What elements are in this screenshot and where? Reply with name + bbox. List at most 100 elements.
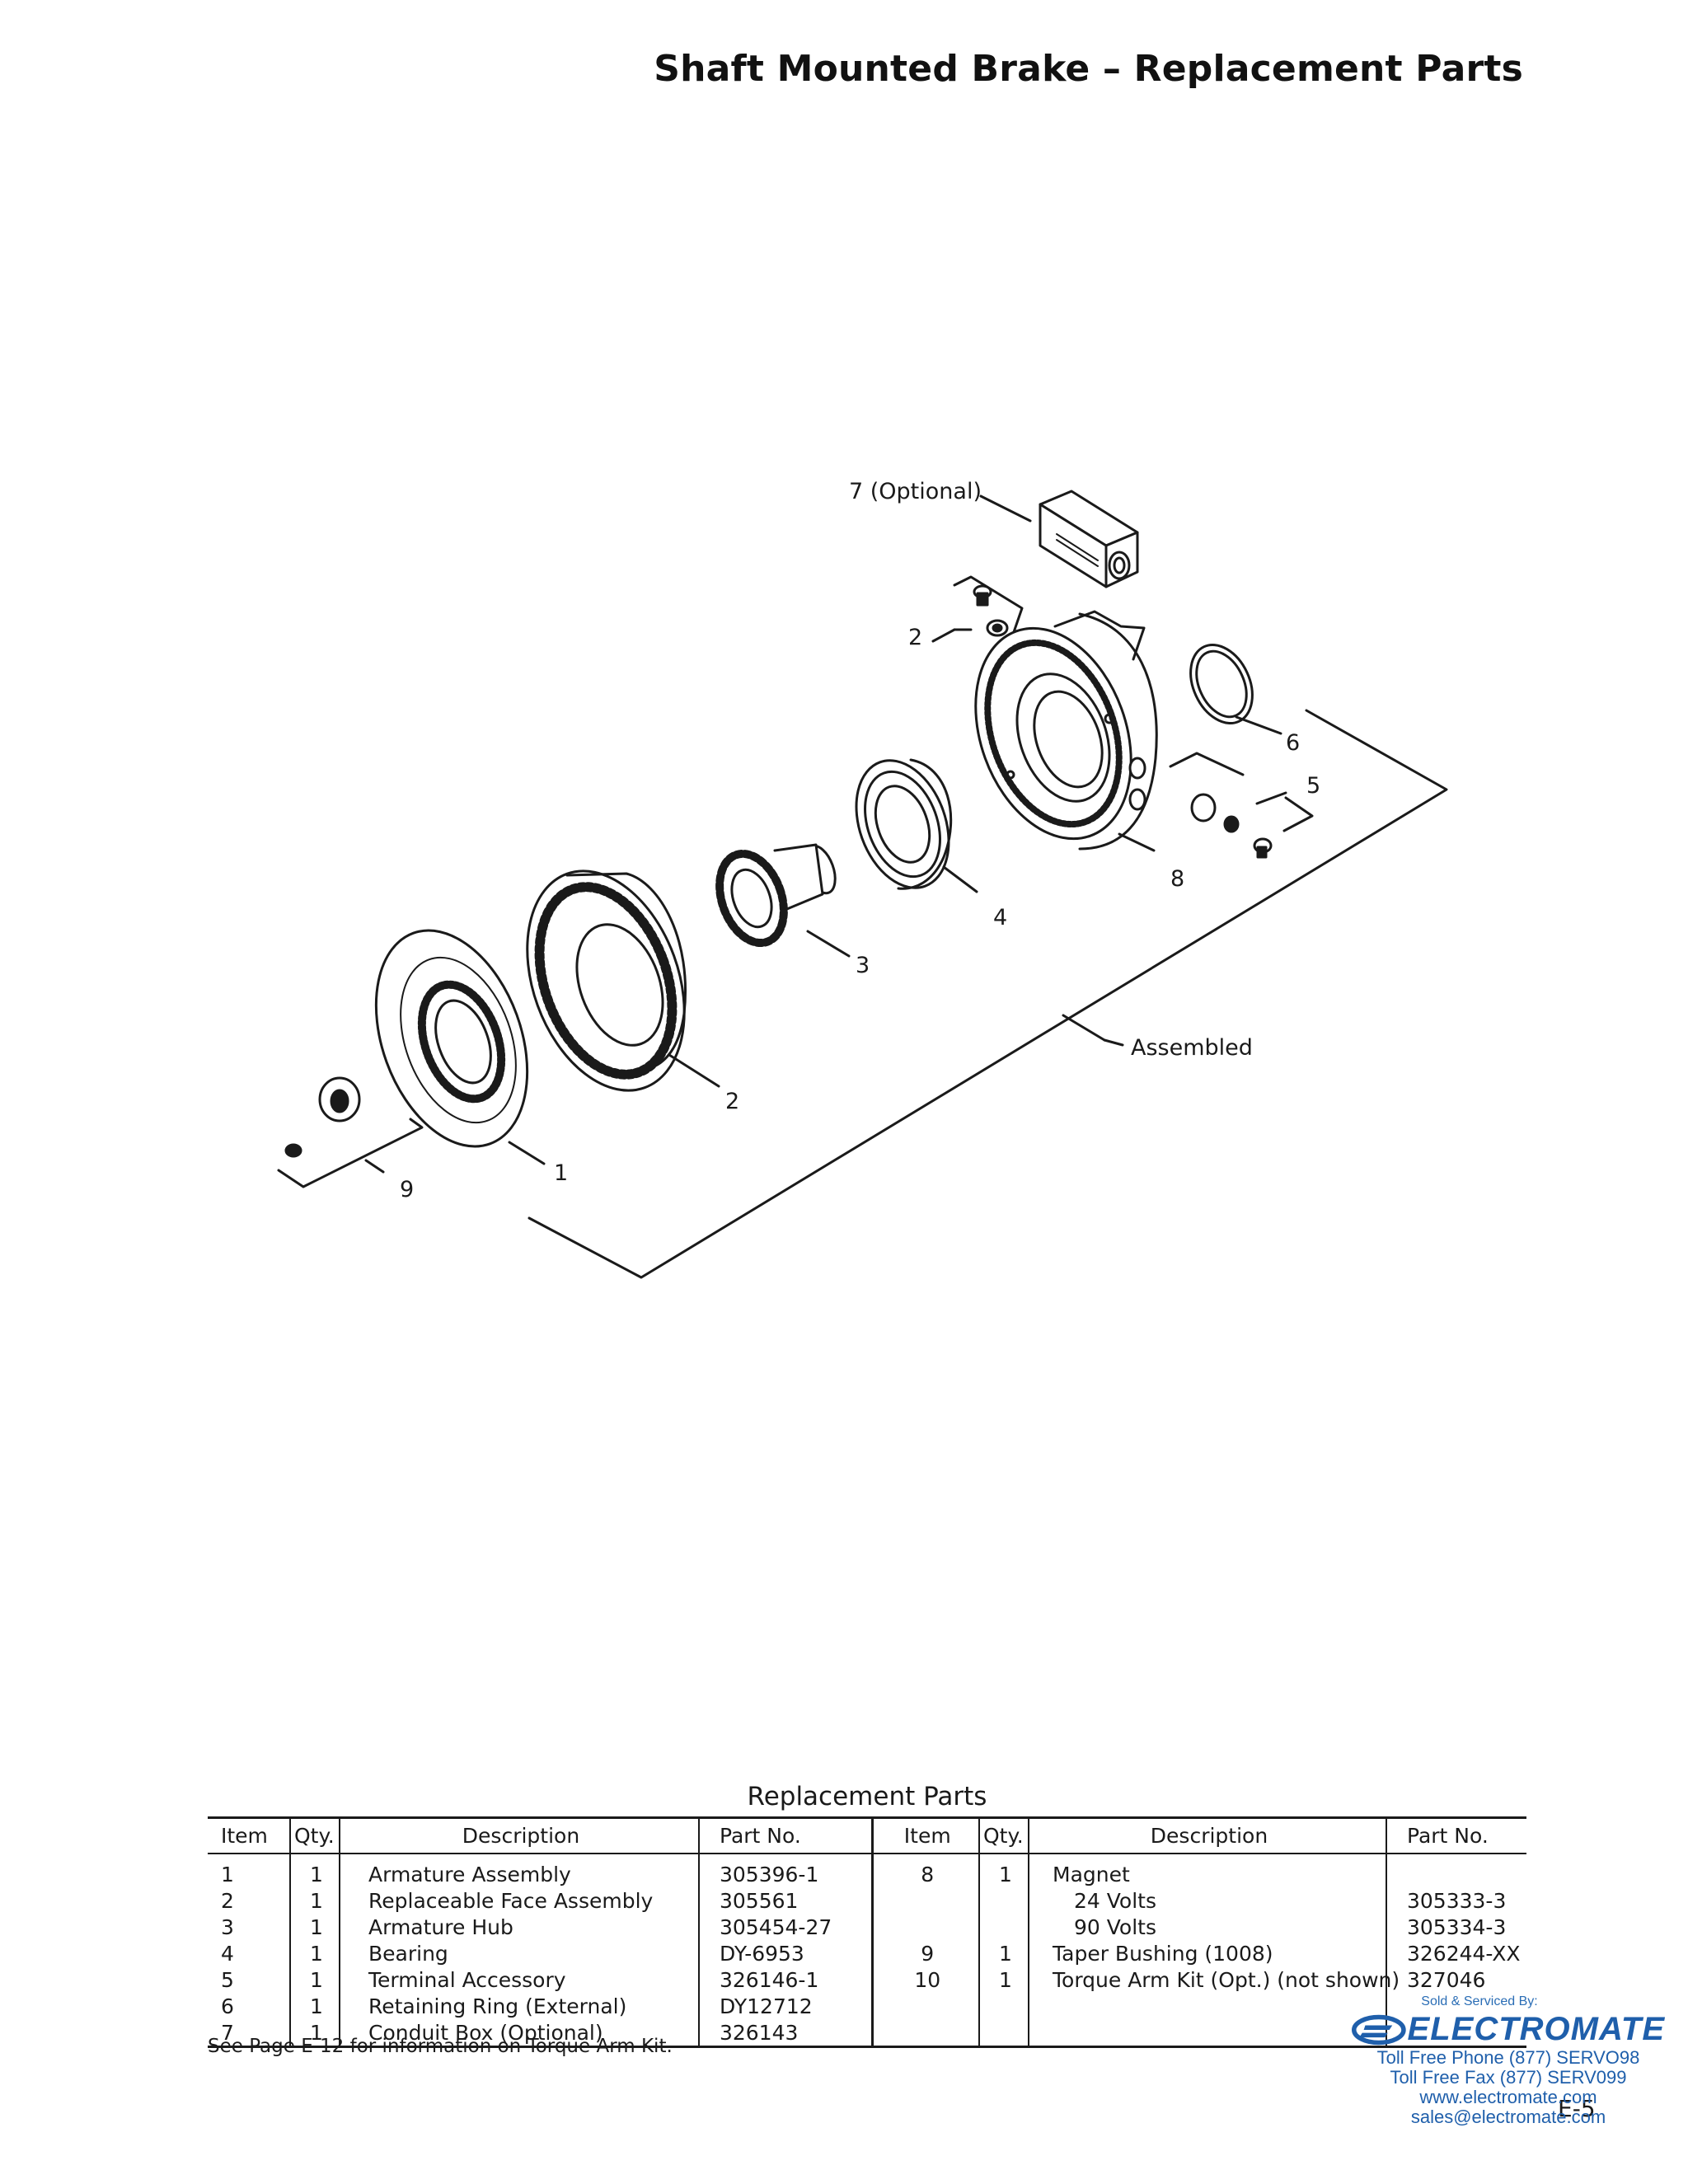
- cell-part-no: 305454-27: [698, 1914, 872, 1940]
- table-row: 7 1 Conduit Box (Optional) 326143: [208, 2019, 1526, 2047]
- table-row: 6 1 Retaining Ring (External) DY12712: [208, 1993, 1526, 2019]
- cell-description-2: [1028, 2019, 1386, 2047]
- table-title: Replacement Parts: [747, 1782, 987, 1811]
- cell-description: Bearing: [339, 1940, 699, 1966]
- cell-item-2: [870, 1887, 979, 1914]
- cell-qty: 1: [289, 1940, 340, 1966]
- cell-description: Replaceable Face Assembly: [339, 1887, 699, 1914]
- cell-description-2: 90 Volts: [1028, 1914, 1386, 1940]
- header-description: Description: [339, 1817, 699, 1854]
- cell-part-no-2: 327046: [1386, 1966, 1526, 1993]
- replacement-parts-section: Replacement Parts Item Qty. Description …: [208, 1782, 1526, 2048]
- cell-part-no: DY12712: [698, 1993, 872, 2019]
- cell-qty-2: [978, 2019, 1029, 2047]
- cell-item-2: 10: [870, 1966, 979, 1993]
- cell-description: Conduit Box (Optional): [339, 2019, 699, 2047]
- cell-part-no: 326143: [698, 2019, 872, 2047]
- cell-description-2: [1028, 1993, 1386, 2019]
- cell-qty: 1: [289, 1914, 340, 1940]
- header-description-2: Description: [1028, 1817, 1386, 1854]
- cell-part-no: 326146-1: [698, 1966, 872, 1993]
- cell-description-2: 24 Volts: [1028, 1887, 1386, 1914]
- conduit-box-part: [979, 490, 1139, 588]
- footnote: See Page E-12 for information on Torque …: [208, 2036, 673, 2057]
- cell-qty-2: 1: [978, 1940, 1029, 1966]
- cell-description: Retaining Ring (External): [339, 1993, 699, 2019]
- cell-part-no-2: 305333-3: [1386, 1887, 1526, 1914]
- sold-by-label: Sold & Serviced By:: [1421, 1994, 1538, 2008]
- cell-item: 1: [221, 1862, 234, 1886]
- header-item: Item: [208, 1817, 290, 1854]
- table-row: 3 1 Armature Hub 305454-27 90 Volts 3053…: [208, 1914, 1526, 1940]
- armature-hub-part: [715, 843, 851, 958]
- cell-description: Armature Hub: [339, 1914, 699, 1940]
- cell-description: Armature Assembly: [339, 1854, 699, 1887]
- cell-item-2: 9: [870, 1940, 979, 1966]
- callout-item-8: 8: [1170, 866, 1184, 892]
- table-row: 1 1 Armature Assembly 305396-1 8 1 Magne…: [208, 1854, 1526, 1887]
- replaceable-face-part: [526, 869, 720, 1092]
- assembled-bracket: [528, 709, 1448, 1279]
- header-part-no-2: Part No.: [1386, 1817, 1526, 1854]
- callout-item-9: 9: [400, 1177, 414, 1202]
- cell-item: 2: [221, 1888, 234, 1913]
- cell-qty-2: [978, 1993, 1029, 2019]
- cell-qty: 1: [289, 1966, 340, 1993]
- dealer-brand-row: ELECTROMATE: [1352, 2011, 1665, 2048]
- armature-assembly-part: [374, 929, 546, 1165]
- terminal-accessory-part: [1169, 752, 1314, 859]
- cell-qty: 1: [289, 1854, 340, 1887]
- callout-item-7: 7 (Optional): [849, 479, 982, 504]
- cell-part-no-2: [1386, 1854, 1526, 1887]
- page-title: Shaft Mounted Brake – Replacement Parts: [654, 48, 1523, 90]
- taper-bushing-part: [277, 1076, 424, 1188]
- table-header-row: Item Qty. Description Part No. Item Qty.…: [208, 1817, 1526, 1854]
- cell-item-2: [870, 2019, 979, 2047]
- callout-assembled: Assembled: [1131, 1035, 1253, 1061]
- cell-part-no-2: [1386, 1993, 1526, 2019]
- cell-qty: 1: [289, 2019, 340, 2047]
- cell-part-no: 305561: [698, 1887, 872, 1914]
- cell-description-2: Magnet: [1028, 1854, 1386, 1887]
- cell-qty-2: [978, 1914, 1029, 1940]
- cell-description: Terminal Accessory: [339, 1966, 699, 1993]
- face-screws-top-part: [931, 575, 1024, 653]
- cell-item: 6: [221, 1994, 234, 2018]
- callout-item-1: 1: [554, 1160, 568, 1186]
- cell-part-no: 305396-1: [698, 1854, 872, 1887]
- cell-part-no: DY-6953: [698, 1940, 872, 1966]
- cell-part-no-2: 305334-3: [1386, 1914, 1526, 1940]
- cell-item: 4: [221, 1941, 234, 1966]
- cell-item: 7: [221, 2020, 234, 2045]
- cell-item-2: 8: [870, 1854, 979, 1887]
- dealer-website[interactable]: www.electromate.com: [1419, 2087, 1597, 2107]
- dealer-stamp: Sold & Serviced By: ELECTROMATE Toll Fre…: [1352, 1994, 1665, 2127]
- table-row: 5 1 Terminal Accessory 326146-1 10 1 Tor…: [208, 1966, 1526, 1993]
- replacement-parts-table: Item Qty. Description Part No. Item Qty.…: [208, 1816, 1526, 2048]
- callout-item-2-bottom: 2: [725, 1089, 739, 1114]
- dealer-phone: Toll Free Phone (877) SERVO98: [1376, 2047, 1640, 2068]
- callout-item-2-top: 2: [908, 625, 922, 650]
- dealer-brand: ELECTROMATE: [1407, 2011, 1665, 2047]
- dealer-email[interactable]: sales@electromate.com: [1410, 2107, 1606, 2127]
- magnet-housing-part: [974, 610, 1158, 852]
- cell-qty: 1: [289, 1887, 340, 1914]
- cell-part-no-2: [1386, 2019, 1526, 2047]
- cell-part-no-2: 326244-XX: [1386, 1940, 1526, 1966]
- cell-qty-2: 1: [978, 1854, 1029, 1887]
- header-qty-2: Qty.: [978, 1817, 1029, 1854]
- header-item-2: Item: [870, 1817, 979, 1854]
- page-number: E-5: [1558, 2095, 1596, 2122]
- header-qty: Qty.: [289, 1817, 340, 1854]
- callout-item-4: 4: [993, 905, 1007, 930]
- electromate-logo-icon: [1352, 2014, 1406, 2045]
- bearing-part: [855, 758, 978, 893]
- dealer-fax: Toll Free Fax (877) SERV099: [1390, 2067, 1627, 2088]
- header-part-no: Part No.: [698, 1817, 872, 1854]
- cell-qty-2: [978, 1887, 1029, 1914]
- cell-description-2: Taper Bushing (1008): [1028, 1940, 1386, 1966]
- cell-item: 3: [221, 1915, 234, 1939]
- cell-item-2: [870, 1993, 979, 2019]
- callout-item-3: 3: [856, 953, 870, 978]
